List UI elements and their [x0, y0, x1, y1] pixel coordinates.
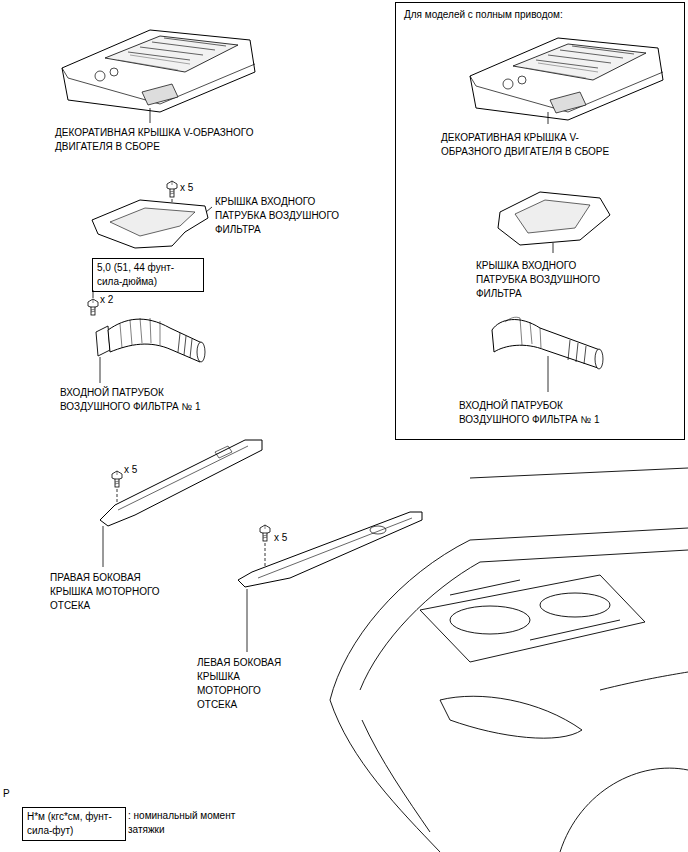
duct-body — [492, 320, 600, 368]
bolt — [260, 525, 270, 541]
leader-line — [548, 356, 549, 392]
leader-line — [553, 243, 554, 253]
engine-cover-shape — [470, 38, 663, 120]
duct-ribs — [120, 318, 160, 348]
box-text: ВХОДНОЙ ПАТРУБОК ВОЗДУШНОГО ФИЛЬТРА № 1 — [459, 399, 634, 427]
left-side-cover — [238, 512, 422, 652]
inlet-cover-shape — [92, 200, 208, 248]
leader-line — [247, 589, 248, 652]
side-cover-shape — [238, 512, 422, 587]
engine-part — [450, 606, 530, 634]
bumper-line — [330, 700, 440, 852]
engine-bay — [420, 575, 645, 662]
leader-line — [103, 526, 104, 567]
legend-text: : номинальный момент затяжки — [128, 809, 246, 837]
box-text: 5,0 (51, 44 фунт-сила-дюйма) — [97, 261, 199, 289]
leader-line — [150, 108, 151, 123]
part-name: КРЫШКА ВХОДНОГО ПАТРУБКА ВОЗДУШНОГО ФИЛЬ… — [215, 195, 355, 237]
headlight — [440, 696, 582, 738]
bolt — [167, 181, 177, 197]
bolt — [112, 471, 122, 487]
duct-ribs — [505, 317, 541, 348]
legend-sample-box: Н*м (кгс*см, фунт-сила-фут) — [22, 807, 126, 841]
quantity: x 5 — [274, 531, 304, 545]
box-text: Н*м (кгс*см, фунт-сила-фут) — [27, 810, 121, 838]
engine-cover — [62, 30, 255, 123]
quantity: x 2 — [100, 293, 130, 307]
torque-box: 5,0 (51, 44 фунт-сила-дюйма) — [92, 258, 204, 292]
duct-clamp — [568, 340, 586, 364]
cowl-line — [470, 468, 688, 478]
air-inlet-duct — [88, 290, 205, 383]
inlet-cover — [92, 181, 212, 248]
engine-part — [540, 593, 610, 617]
hood-edge — [330, 528, 688, 700]
variant-panel: Для моделей с полным приводом: ДЕКОРАТИВН… — [395, 2, 685, 440]
quantity: x 5 — [124, 463, 154, 477]
leader-line — [548, 112, 549, 124]
wheel-arch — [560, 768, 688, 852]
side-cover-detail — [118, 446, 248, 510]
duct-outlet — [197, 342, 205, 362]
bolt — [88, 299, 98, 315]
part-name: ЛЕВАЯ БОКОВАЯ КРЫШКА МОТОРНОГО ОТСЕКА — [197, 656, 292, 712]
part-name: ПРАВАЯ БОКОВАЯ КРЫШКА МОТОРНОГО ОТСЕКА — [50, 571, 160, 613]
panel-heading: Для моделей с полным приводом: — [404, 8, 674, 22]
leader-line — [206, 207, 212, 212]
hood-opening — [360, 550, 688, 690]
duct-body — [108, 319, 202, 362]
box-text: КРЫШКА ВХОДНОГО ПАТРУБКА ВОЗДУШНОГО ФИЛЬ… — [476, 259, 616, 301]
engine-cover-shape — [62, 30, 255, 112]
quantity: x 5 — [180, 181, 210, 195]
inset-parts — [470, 38, 663, 392]
vehicle-front — [330, 468, 688, 852]
grille-line — [362, 720, 430, 832]
fender-line — [600, 672, 688, 690]
engine-part — [450, 580, 620, 640]
side-cover-hole — [370, 526, 386, 534]
leader-line — [100, 357, 101, 383]
right-side-cover — [100, 440, 262, 567]
box-text: ДЕКОРАТИВНАЯ КРЫШКА V-ОБРАЗНОГО ДВИГАТЕЛ… — [441, 131, 639, 159]
inlet-cover-shape — [498, 192, 610, 245]
part-name: ВХОДНОЙ ПАТРУБОК ВОЗДУШНОГО ФИЛЬТРА № 1 — [60, 386, 210, 414]
inlet-cover-detail — [515, 200, 590, 233]
part-name: ДЕКОРАТИВНАЯ КРЫШКА V-ОБРАЗНОГО ДВИГАТЕЛ… — [55, 126, 280, 154]
duct-outlet — [595, 349, 603, 369]
side-cover-shape — [100, 440, 262, 526]
side-cover-detail — [258, 518, 412, 578]
duct-clamp — [178, 333, 192, 358]
inlet-cover-detail — [110, 208, 195, 236]
figure-code: P — [3, 787, 15, 801]
